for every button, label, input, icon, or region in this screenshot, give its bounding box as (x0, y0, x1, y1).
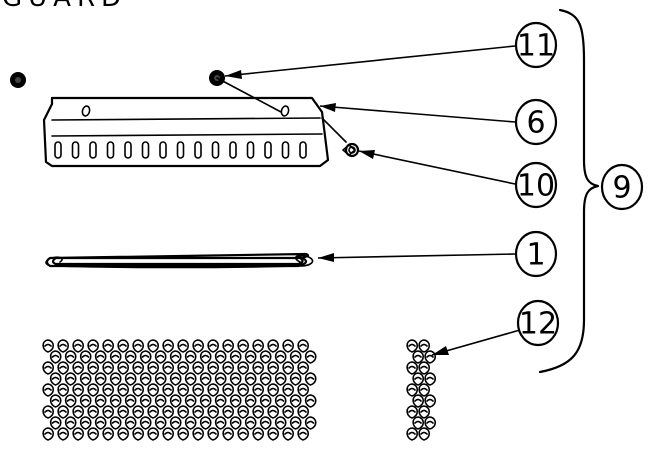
bolt-icon (321, 117, 360, 158)
chain-mesh-icon (42, 339, 317, 441)
callout-11: 11 (514, 21, 558, 69)
svg-text:1: 1 (526, 238, 545, 273)
callout-9: 9 (600, 163, 644, 211)
leader-line-10 (358, 150, 516, 185)
rod-icon (45, 252, 314, 269)
svg-text:10: 10 (517, 169, 555, 204)
svg-text:9: 9 (612, 171, 631, 206)
nut-icon (10, 72, 26, 88)
leader-line-1 (317, 253, 516, 259)
guard-plate-icon (42, 96, 330, 168)
group-brace (538, 8, 600, 374)
svg-text:6: 6 (526, 106, 545, 141)
callout-10: 10 (514, 161, 558, 209)
callout-1: 1 (514, 230, 558, 278)
callout-6: 6 (514, 98, 558, 146)
svg-text:12: 12 (519, 307, 557, 342)
leader-line-11 (224, 45, 516, 77)
chain-strip-icon (406, 339, 437, 441)
svg-text:11: 11 (517, 29, 555, 64)
callout-12: 12 (516, 299, 560, 347)
leader-line-6 (319, 105, 516, 123)
diagram-title: GUARD (2, 0, 127, 13)
